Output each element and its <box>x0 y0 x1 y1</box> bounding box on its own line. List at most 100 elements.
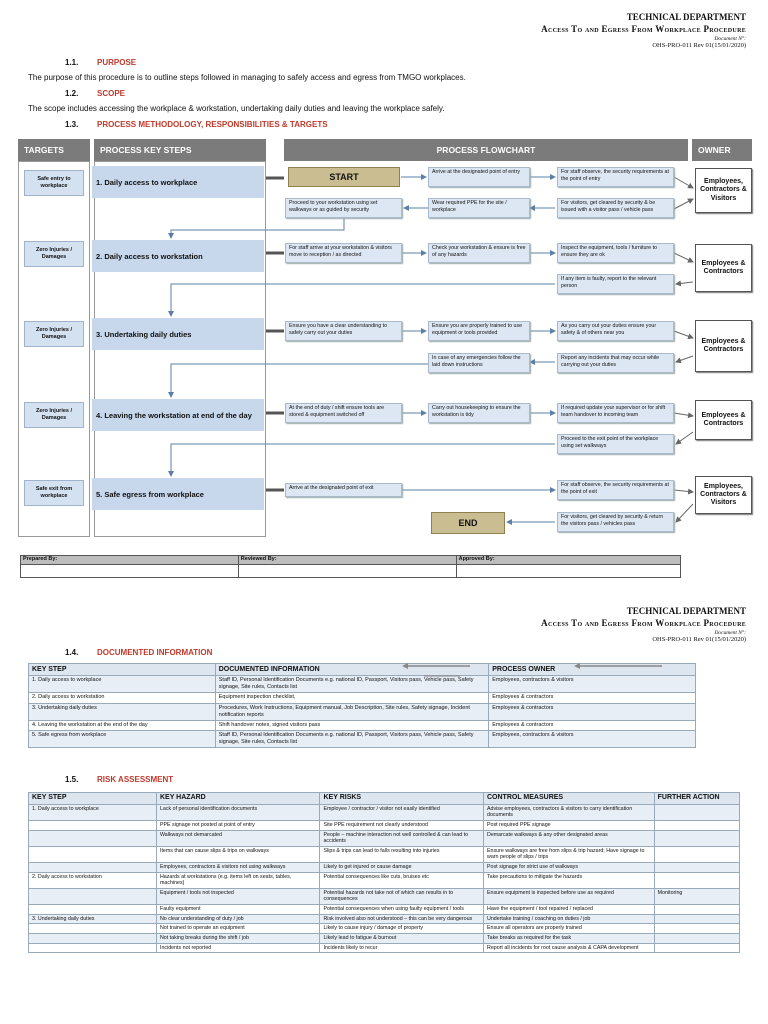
flow-step-1c: Proceed to your workstation using set wa… <box>285 198 402 218</box>
table-row: Items that can cause slips & trips on wa… <box>28 845 741 864</box>
cell: Take precautions to mitigate the hazards <box>483 871 655 889</box>
cell: Post signage for strict use of walkways <box>483 862 655 873</box>
cell: 1. Daily access to workplace <box>28 675 216 694</box>
cell <box>653 913 741 925</box>
cell <box>28 819 157 831</box>
cell: 2. Daily access to workstation <box>28 692 216 704</box>
cell <box>653 862 741 873</box>
cell: Employee / contractor / visitor not easi… <box>319 803 484 821</box>
documented-info-table: KEY STEP DOCUMENTED INFORMATION PROCESS … <box>28 662 696 749</box>
cell: 2. Daily access to workstation <box>28 871 157 889</box>
flow-step-2c: Inspect the equipment, tools / furniture… <box>557 243 674 263</box>
cell: People – machine interaction not well co… <box>319 829 484 847</box>
flow-step-3a: Ensure you have a clear understanding to… <box>285 321 402 341</box>
cell: 3. Undertaking daily duties <box>28 702 216 721</box>
cell: Lack of personal identification document… <box>155 803 321 821</box>
cell: Take breaks as required for the task <box>483 932 655 944</box>
flow-step-1e: For visitors, get cleared by security & … <box>557 198 674 218</box>
cell: Potential hazards not take not of which … <box>319 887 484 906</box>
flow-step-3d: In case of any emergencies follow the la… <box>428 353 530 373</box>
targets-column <box>18 161 90 537</box>
cell <box>653 932 741 944</box>
cell <box>28 923 157 934</box>
risk-col-action: FURTHER ACTION <box>653 792 741 805</box>
cell: 5. Safe egress from workplace <box>28 729 216 749</box>
documented-number: 1.4. <box>65 648 79 657</box>
flow-step-5a: Arrive at the designated point of exit <box>285 483 402 497</box>
cell <box>28 932 157 944</box>
flow-step-1b: For staff observe, the security requirem… <box>557 167 674 187</box>
risk-number: 1.5. <box>65 775 79 784</box>
document-reference-page2: OHS-PRO-011 Rev 01(15/01/2020) <box>652 636 746 643</box>
risk-col-key-step: KEY STEP <box>28 792 157 805</box>
flow-step-2d: If any item is faulty, report to the rel… <box>557 274 674 294</box>
department-heading-page2: TECHNICAL DEPARTMENT <box>626 606 746 616</box>
cell: Employees & contractors <box>488 702 696 721</box>
document-number-label: Document N°: <box>714 36 746 42</box>
flow-step-4a: At the end of duty / shift ensure tools … <box>285 403 402 423</box>
table-row: 2. Daily access to workstation Equipment… <box>28 692 696 704</box>
prepared-by-label: Prepared By: <box>20 555 239 565</box>
cell: Employees, contractors & visitors <box>488 729 696 749</box>
flowchart-connectors <box>168 174 694 525</box>
cell: Employees, contractors & visitors <box>488 675 696 694</box>
cell: PPE signage not posted at point of entry <box>155 819 321 831</box>
cell: Ensure all operators are properly traine… <box>483 923 655 934</box>
cell <box>28 904 157 915</box>
target-row-2: Zero Injuries / Damages <box>24 241 84 267</box>
cell <box>28 829 157 847</box>
target-row-1: Safe entry to workplace <box>24 170 84 196</box>
cell <box>28 845 157 864</box>
cell <box>28 887 157 906</box>
cell <box>653 923 741 934</box>
risk-assessment-table: KEY STEP KEY HAZARD KEY RISKS CONTROL ME… <box>28 792 741 954</box>
cell: Monitoring <box>653 887 741 906</box>
cell: Likely to get injured or cause damage <box>319 862 484 873</box>
cell: Not taking breaks during the shift / job <box>155 932 321 944</box>
table-row: 5. Safe egress from workplace Staff ID, … <box>28 729 696 749</box>
documented-heading: DOCUMENTED INFORMATION <box>97 648 213 657</box>
cell: Slips & trips can lead to falls resultin… <box>319 845 484 864</box>
key-step-2: 2. Daily access to workstation <box>92 240 264 272</box>
process-heading: PROCESS METHODOLOGY, RESPONSIBILITIES & … <box>97 120 328 129</box>
cell <box>653 829 741 847</box>
cell: Potential consequences like cuts, bruise… <box>319 871 484 889</box>
flow-step-1d: Wear required PPE for the site / workpla… <box>428 198 530 218</box>
risk-col-hazard: KEY HAZARD <box>155 792 321 805</box>
document-number-label-page2: Document N°: <box>714 630 746 636</box>
flow-step-3e: Report any incidents that may occur whil… <box>557 353 674 373</box>
cell: Advise employees, contractors & visitors… <box>483 803 655 821</box>
owner-row-3: Employees & Contractors <box>695 320 752 372</box>
flow-step-5b: For staff observe, the security requirem… <box>557 480 674 500</box>
end-terminal: END <box>431 512 505 534</box>
purpose-heading: PURPOSE <box>97 58 137 67</box>
flow-step-2a: For staff arrive at your workstation & v… <box>285 243 402 263</box>
cell <box>28 862 157 873</box>
cell <box>653 904 741 915</box>
scope-text: The scope includes accessing the workpla… <box>28 104 445 113</box>
cell: Post required PPE signage <box>483 819 655 831</box>
cell: Ensure equipment is inspected before use… <box>483 887 655 906</box>
owner-row-1: Employees, Contractors & Visitors <box>695 168 752 213</box>
cell: Ensure walkways are free from slips & tr… <box>483 845 655 864</box>
scope-number: 1.2. <box>65 89 79 98</box>
document-reference: OHS-PRO-011 Rev 01(15/01/2020) <box>652 42 746 49</box>
target-row-5: Safe exit from workplace <box>24 480 84 506</box>
target-row-4: Zero Injuries / Damages <box>24 402 84 428</box>
cell <box>653 871 741 889</box>
risk-col-controls: CONTROL MEASURES <box>483 792 655 805</box>
cell: Site PPE requirement not clearly underst… <box>319 819 484 831</box>
table-row: 1. Daily access to workplace Staff ID, P… <box>28 675 696 694</box>
flow-step-4c: If required update your supervisor or fo… <box>557 403 674 423</box>
department-heading: TECHNICAL DEPARTMENT <box>626 12 746 22</box>
cell: Likely lead to fatigue & burnout <box>319 932 484 944</box>
cell: Have the equipment / tool repaired / rep… <box>483 904 655 915</box>
cell: Procedures, Work Instructions, Equipment… <box>214 702 490 721</box>
prepared-by-field <box>20 564 239 578</box>
flow-step-1a: Arrive at the designated point of entry <box>428 167 530 187</box>
flow-step-3c: As you carry out your duties ensure your… <box>557 321 674 341</box>
